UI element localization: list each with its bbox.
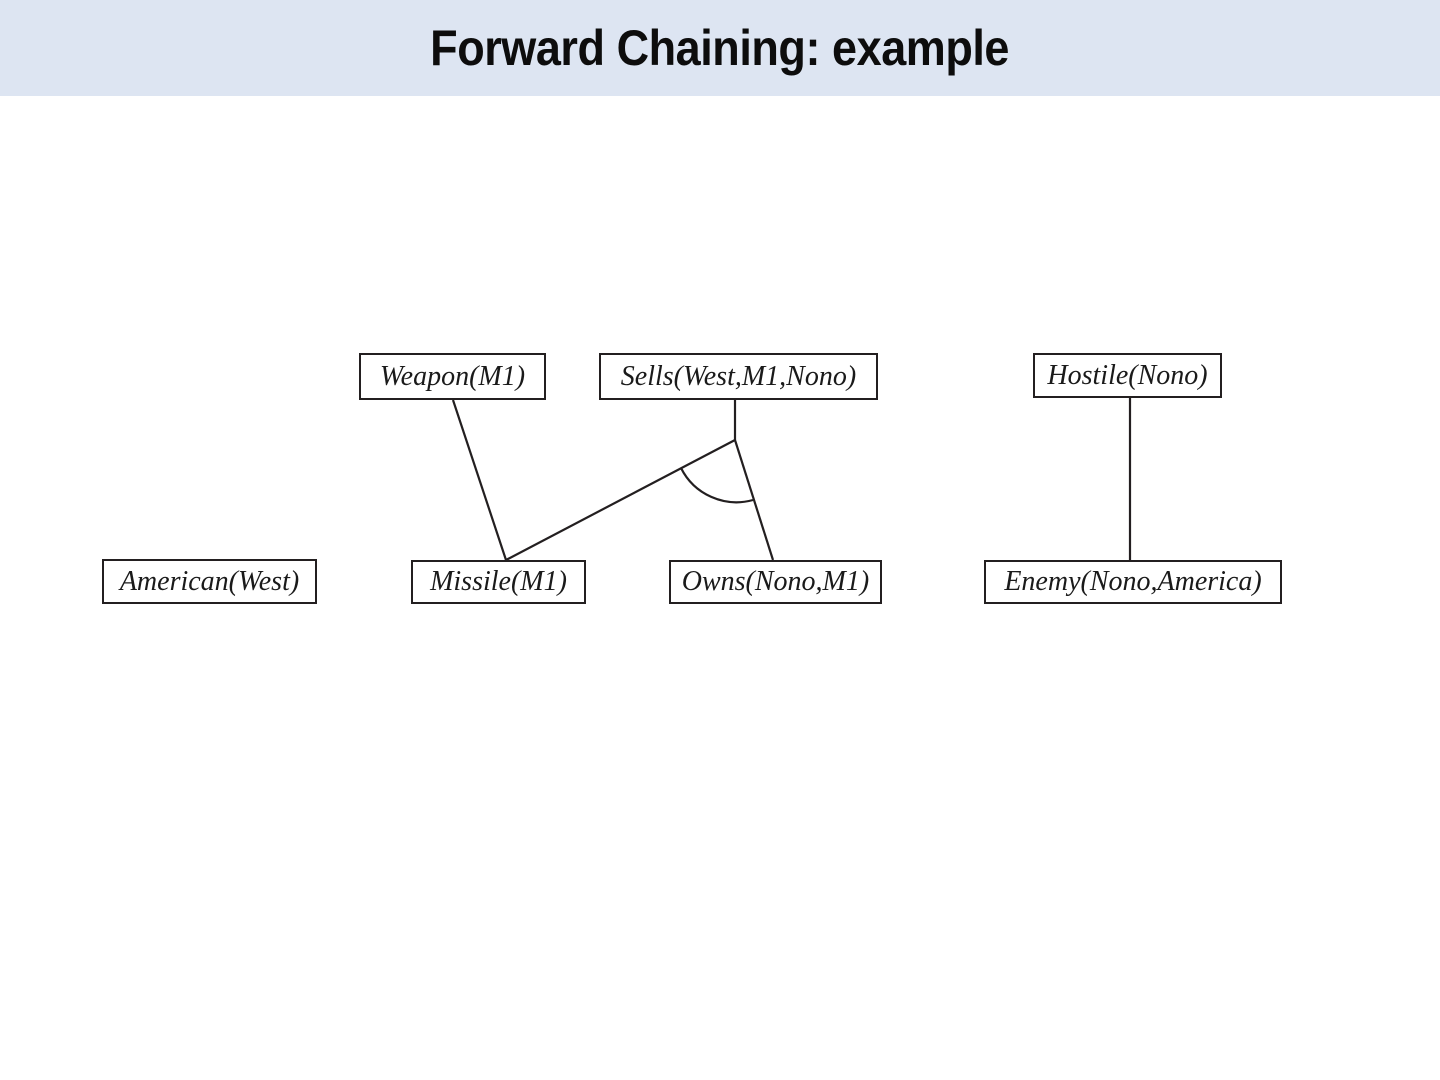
fact-label: Weapon(M1) bbox=[379, 360, 526, 392]
fact-node-american[interactable]: American(West) bbox=[102, 559, 317, 604]
fact-node-hostile[interactable]: Hostile(Nono) bbox=[1033, 353, 1222, 398]
slide-header: Forward Chaining: example bbox=[0, 0, 1440, 96]
fact-node-weapon[interactable]: Weapon(M1) bbox=[359, 353, 546, 400]
edge-sells-owns bbox=[733, 439, 775, 561]
edge-sells-missile bbox=[505, 439, 736, 561]
fact-node-missile[interactable]: Missile(M1) bbox=[411, 560, 586, 604]
edge-weapon-missile bbox=[451, 399, 508, 561]
fact-node-owns[interactable]: Owns(Nono,M1) bbox=[669, 560, 882, 604]
fact-node-enemy[interactable]: Enemy(Nono,America) bbox=[984, 560, 1282, 604]
proof-tree-diagram: Weapon(M1) Sells(West,M1,Nono) Hostile(N… bbox=[0, 96, 1440, 1080]
conjunction-arc-icon bbox=[680, 467, 754, 504]
fact-label: Missile(M1) bbox=[430, 566, 567, 597]
fact-label: Owns(Nono,M1) bbox=[681, 566, 870, 597]
page-title: Forward Chaining: example bbox=[430, 20, 1010, 76]
fact-label: American(West) bbox=[119, 565, 300, 597]
fact-node-sells[interactable]: Sells(West,M1,Nono) bbox=[599, 353, 878, 400]
fact-label: Sells(West,M1,Nono) bbox=[620, 360, 857, 392]
slide-body: Weapon(M1) Sells(West,M1,Nono) Hostile(N… bbox=[0, 96, 1440, 1080]
fact-label: Hostile(Nono) bbox=[1047, 359, 1208, 391]
fact-label: Enemy(Nono,America) bbox=[1004, 566, 1262, 597]
